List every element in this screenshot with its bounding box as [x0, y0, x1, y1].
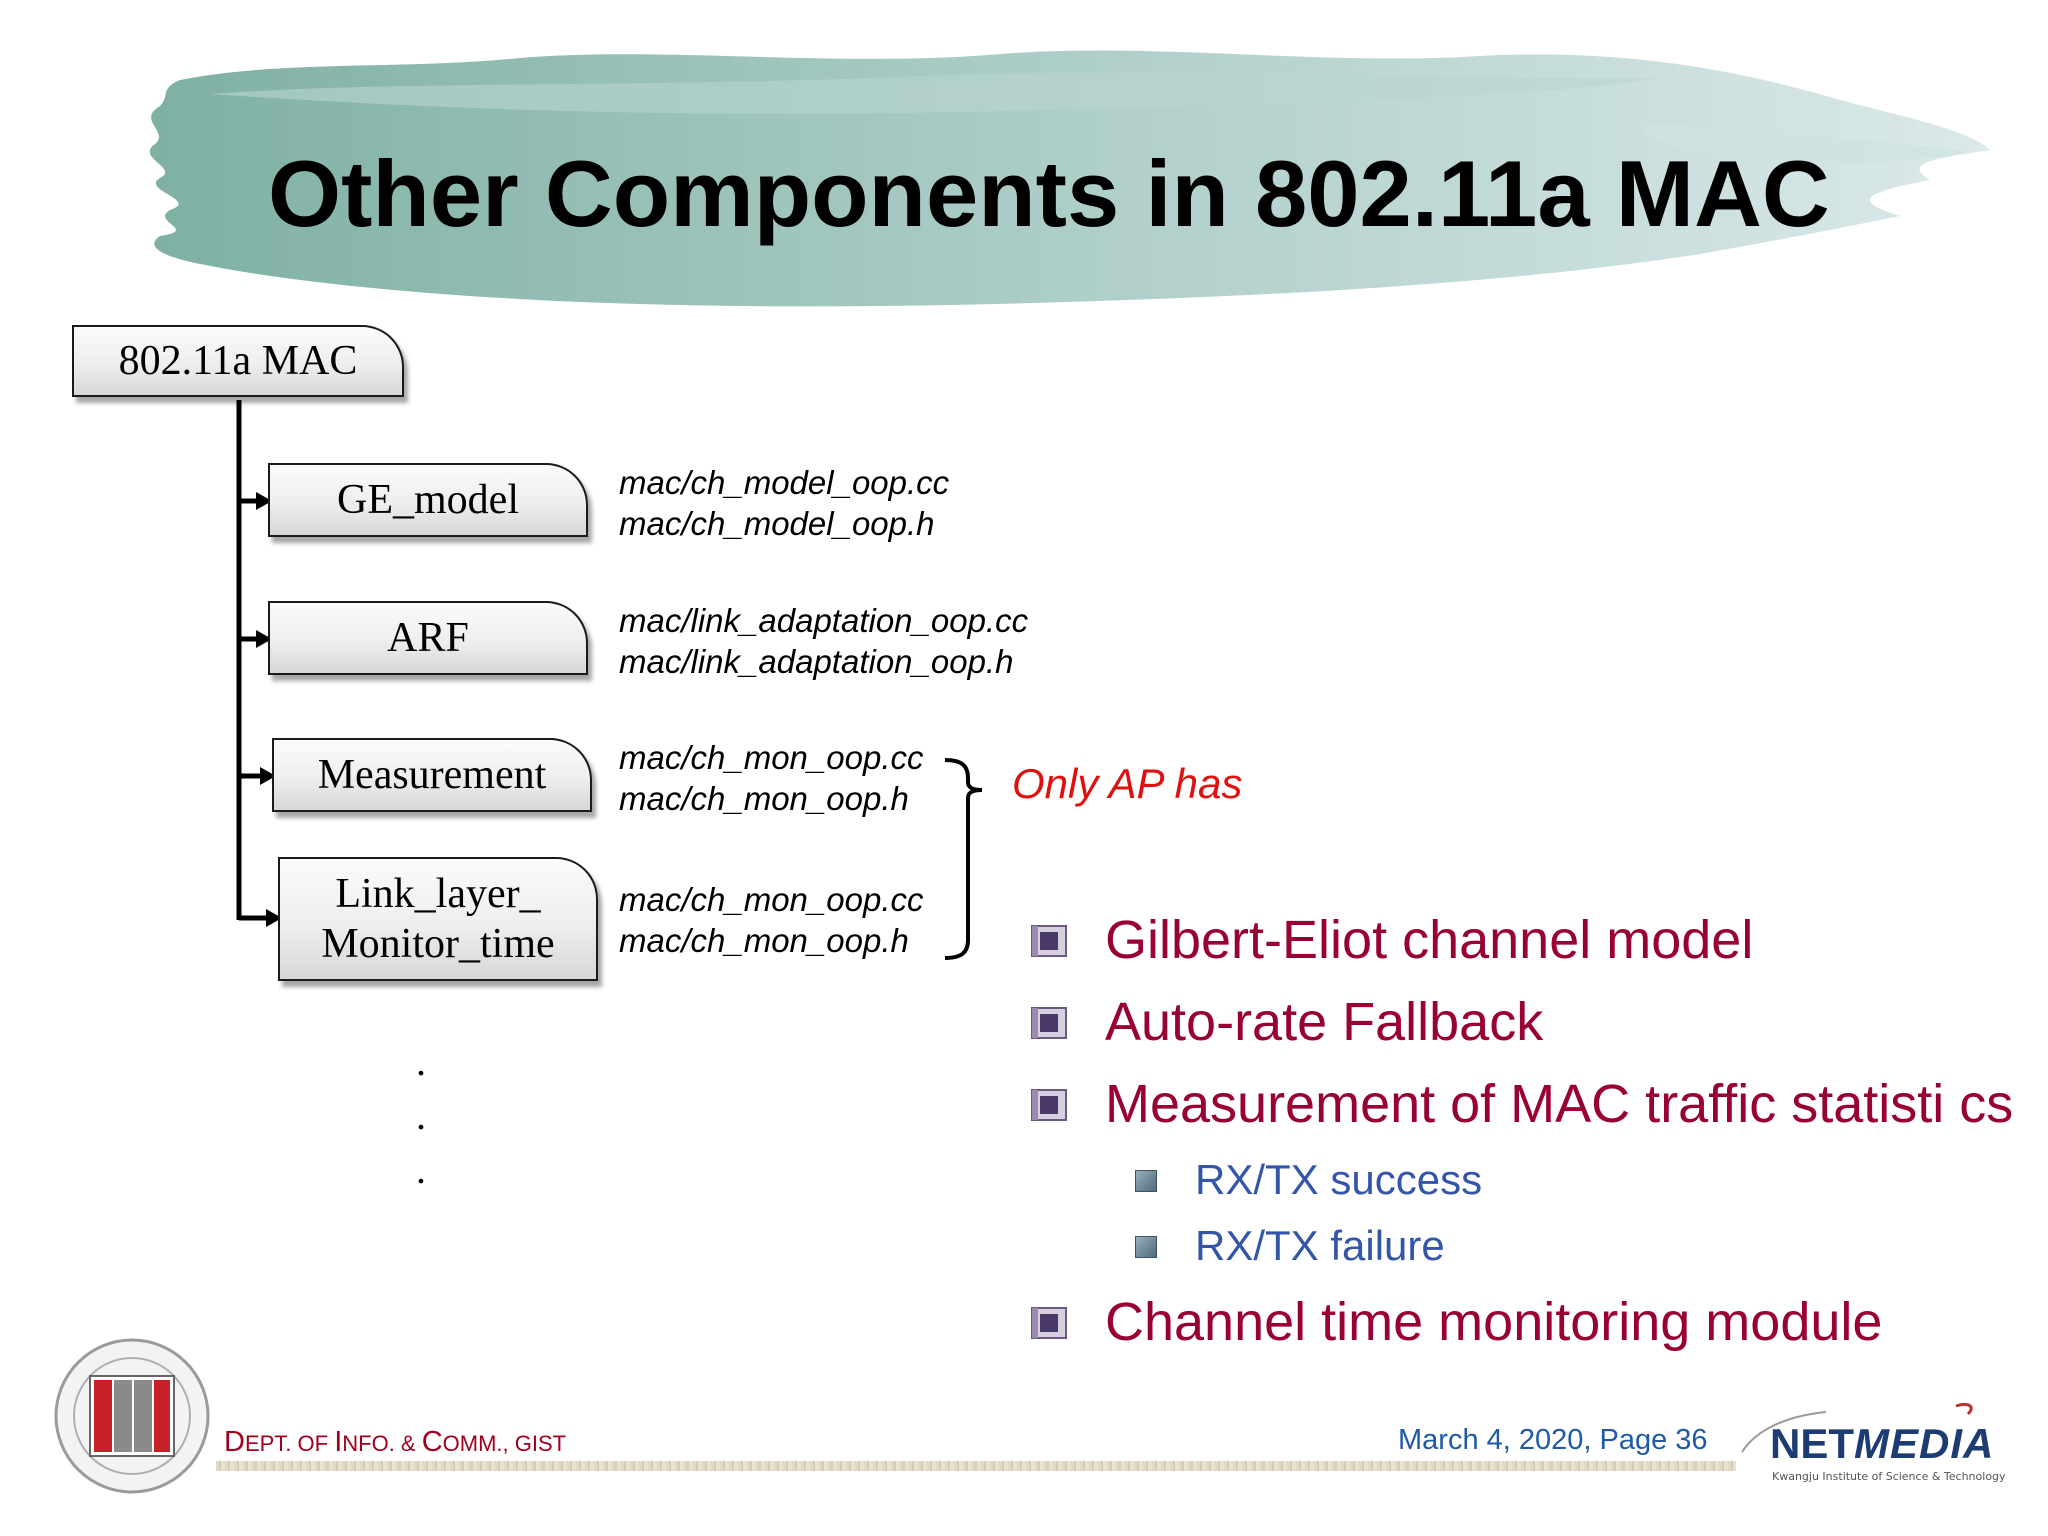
tree-node-link-layer-monitor-time: Link_layer_ Monitor_time [278, 857, 598, 981]
file-name: mac/ch_model_oop.cc [619, 462, 949, 503]
sub-bullet-text: RX/TX success [1195, 1156, 1482, 1203]
file-name: mac/link_adaptation_oop.h [619, 641, 1028, 682]
gist-seal-logo [52, 1336, 212, 1496]
tree-node-root: 802.11a MAC [72, 325, 404, 397]
sub-bullet-item: RX/TX failure [1135, 1218, 2040, 1274]
node-label-line-1: Link_layer_ [335, 869, 540, 919]
bullet-text: Auto-rate Fallback [1105, 992, 1543, 1052]
tree-node-measurement: Measurement [272, 738, 592, 812]
sub-bullet-icon [1135, 1170, 1157, 1192]
bullet-item: Measurement of MAC traffic statisti cs [1030, 1070, 2040, 1138]
bullet-list: Gilbert-Eliot channel model Auto-rate Fa… [1030, 906, 2040, 1370]
file-name: mac/ch_model_oop.h [619, 503, 949, 544]
sub-bullet-item: RX/TX success [1135, 1152, 2040, 1208]
bullet-icon [1030, 1306, 1070, 1340]
bullet-item: Auto-rate Fallback [1030, 988, 2040, 1056]
bullet-text: Measurement of MAC traffic statisti cs [1105, 1074, 2013, 1134]
tree-node-arf: ARF [268, 601, 588, 675]
file-pair-link-layer: mac/ch_mon_oop.cc mac/ch_mon_oop.h [619, 879, 924, 961]
file-pair-ge-model: mac/ch_model_oop.cc mac/ch_model_oop.h [619, 462, 949, 544]
footer-dept-text: NFO. & [342, 1431, 421, 1456]
tree-node-ge-model: GE_model [268, 463, 588, 537]
footer-dept-text: C [422, 1426, 443, 1458]
logo-wordmark: NETMEDIA [1770, 1420, 1994, 1468]
file-name: mac/ch_mon_oop.cc [619, 737, 924, 778]
sub-bullet-text: RX/TX failure [1195, 1222, 1445, 1269]
file-name: mac/ch_mon_oop.cc [619, 879, 924, 920]
footer-dept-text: D [224, 1426, 245, 1458]
bullet-text: Channel time monitoring module [1105, 1292, 1882, 1352]
brace-note: Only AP has [1012, 760, 1242, 808]
ellipsis-dot: . [416, 1092, 426, 1139]
ellipsis-dot: . [416, 1146, 426, 1193]
bullet-item: Channel time monitoring module [1030, 1288, 2040, 1356]
bullet-item: Gilbert-Eliot channel model [1030, 906, 2040, 974]
footer-date-page: March 4, 2020, Page 36 [1398, 1424, 1708, 1457]
file-pair-measurement: mac/ch_mon_oop.cc mac/ch_mon_oop.h [619, 737, 924, 819]
node-label-line-2: Monitor_time [321, 919, 554, 969]
file-name: mac/link_adaptation_oop.cc [619, 600, 1028, 641]
logo-net-text: NET [1770, 1420, 1854, 1467]
footer-divider [216, 1461, 1736, 1471]
bullet-icon [1030, 1006, 1070, 1040]
netmedia-logo: NETMEDIA Kwangju Institute of Science & … [1736, 1400, 1996, 1490]
ellipsis-dot: . [416, 1038, 426, 1085]
footer-dept-text: EPT. OF [245, 1431, 334, 1456]
sub-bullet-icon [1135, 1236, 1157, 1258]
file-name: mac/ch_mon_oop.h [619, 778, 924, 819]
bullet-icon [1030, 924, 1070, 958]
bullet-icon [1030, 1088, 1070, 1122]
file-pair-arf: mac/link_adaptation_oop.cc mac/link_adap… [619, 600, 1028, 682]
footer-department: DEPT. OF INFO. & COMM., GIST [224, 1426, 566, 1459]
slide-title: Other Components in 802.11a MAC [268, 140, 1968, 248]
bullet-text: Gilbert-Eliot channel model [1105, 910, 1753, 970]
footer-dept-text: OMM., GIST [443, 1431, 566, 1456]
logo-media-text: MEDIA [1854, 1420, 1994, 1467]
file-name: mac/ch_mon_oop.h [619, 920, 924, 961]
logo-subtitle: Kwangju Institute of Science & Technolog… [1772, 1470, 2006, 1483]
